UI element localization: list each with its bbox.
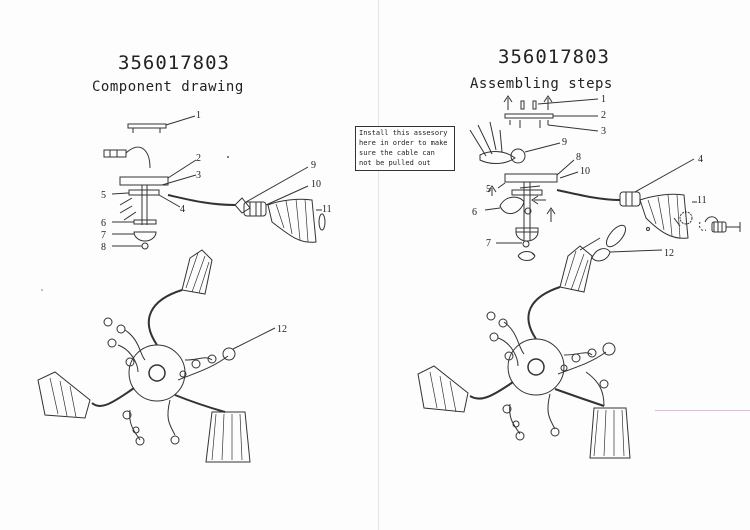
arrow-up [503,95,513,110]
terminal-block [103,149,127,158]
left-label-6: 6 [101,218,106,229]
right-assembly-drawing [417,95,741,459]
left-label-4: 4 [180,204,185,215]
shade-ring [679,211,693,225]
left-label-11: 11 [322,204,332,215]
scan-dot [41,289,43,291]
right-label-7: 7 [486,238,491,249]
glass-shade [267,198,317,243]
mounting-plate [504,113,554,119]
assembly-note-box: Install this assesory here in order to m… [355,126,455,171]
left-label-5: 5 [101,190,106,201]
left-label-2: 2 [196,153,201,164]
left-label-7: 7 [101,230,106,241]
left-heading: Component drawing [92,79,244,95]
note-line: sure the cable can [359,149,435,157]
right-label-5: 5 [486,184,491,195]
canopy [119,176,169,186]
right-label-11: 11 [697,195,707,206]
shade-top [559,245,593,293]
bulb-socket [619,191,641,207]
note-line: Install this assesory [359,129,448,137]
left-model-code: 356017803 [118,52,230,74]
right-model-code: 356017803 [498,46,610,68]
wire-ends [119,197,137,221]
shade-top [181,249,213,295]
shade-bottom [205,411,251,463]
crossbar [128,189,160,196]
scan-dot [227,156,229,158]
light-bulb [591,248,611,262]
glass-shade [639,193,689,239]
right-heading: Assembling steps [470,76,613,92]
right-label-9: 9 [562,137,567,148]
clamp-ring [510,148,526,164]
shade-left [417,365,469,413]
left-label-8: 8 [101,242,106,253]
right-label-3: 3 [601,126,606,137]
cable-wires [469,121,503,157]
left-chandelier [37,249,276,463]
finial [141,242,149,250]
rotate-arrow [517,251,536,261]
wire-cup [499,196,525,214]
margin-mark [655,410,750,411]
mounting-plate [127,123,167,129]
note-line: not be pulled out [359,159,431,167]
cable-clamp [479,151,516,164]
right-chandelier [417,245,631,459]
canopy [504,173,558,183]
right-label-1: 1 [601,94,606,105]
arrow-left [531,195,546,205]
lamp-holder [234,197,251,214]
wire [125,146,151,169]
arrow-up [543,95,553,110]
left-label-1: 1 [196,110,201,121]
left-label-9: 9 [311,160,316,171]
left-component-drawing [37,115,326,463]
left-label-3: 3 [196,170,201,181]
bulb-socket [243,201,267,217]
right-label-6: 6 [472,207,477,218]
right-label-12: 12 [664,248,674,259]
shade-bottom [589,407,631,459]
dome-cover [133,231,157,242]
shade-ring [318,213,326,231]
note-line: here in order to make [359,139,448,147]
finial [522,240,530,248]
right-label-4: 4 [698,154,703,165]
arrow-up [546,207,556,222]
arrow-up [487,185,497,196]
right-label-8: 8 [576,152,581,163]
page-fold-line [378,0,379,530]
glass-disc [605,224,627,248]
left-label-12: 12 [277,324,287,335]
left-label-10: 10 [311,179,321,190]
arrow-diag [579,237,601,251]
shade-left [37,371,91,419]
right-label-10: 10 [580,166,590,177]
right-label-2: 2 [601,110,606,121]
dome-cover [515,231,539,242]
